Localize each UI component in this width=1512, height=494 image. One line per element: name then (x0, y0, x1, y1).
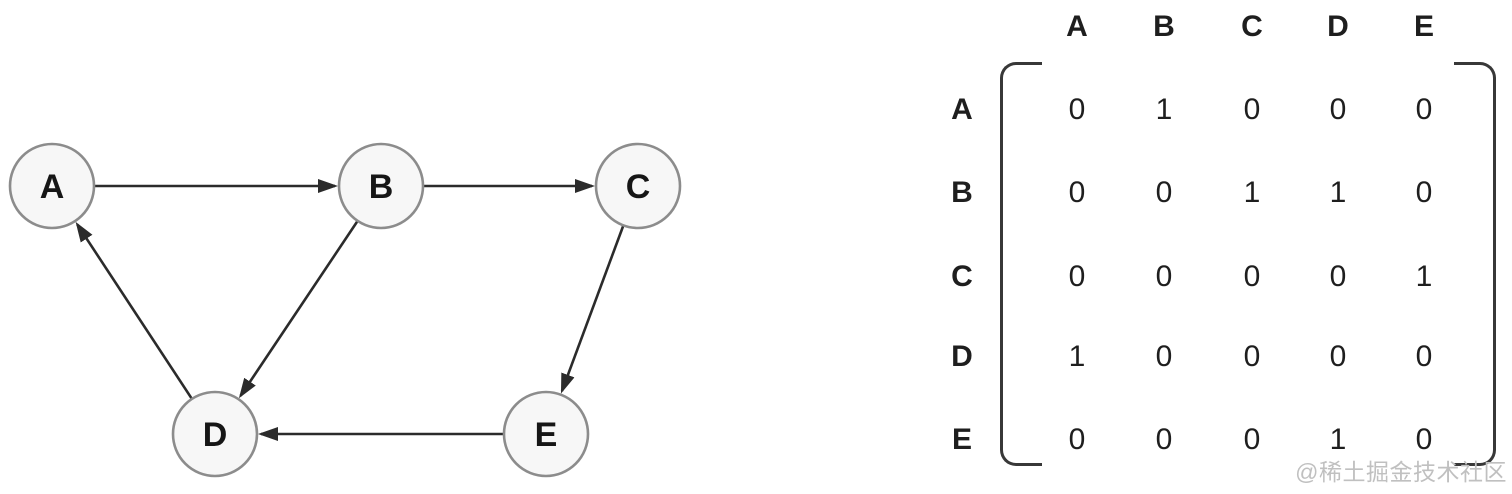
graph-node-label-B: B (369, 168, 394, 206)
adjacency-matrix: A B C D E A B C D E 0 1 0 0 0 0 0 1 1 0 0 0 0 0 1 1 0 0 0 0 0 0 0 1 0 (940, 0, 1512, 494)
matrix-cell-D-B: 0 (1155, 340, 1173, 373)
matrix-cell-E-C: 0 (1243, 423, 1261, 456)
matrix-cell-C-C: 0 (1243, 260, 1261, 293)
matrix-cell-B-D: 1 (1329, 176, 1347, 209)
matrix-cell-A-E: 0 (1415, 93, 1433, 126)
graph-edge-C-E (560, 224, 625, 394)
matrix-cell-A-D: 0 (1329, 93, 1347, 126)
matrix-cell-A-B: 1 (1155, 93, 1173, 126)
matrix-cell-A-C: 0 (1243, 93, 1261, 126)
matrix-cell-E-E: 0 (1415, 423, 1433, 456)
matrix-cell-B-E: 0 (1415, 176, 1433, 209)
graph-node-label-A: A (40, 168, 65, 206)
graph-node-A: A (8, 142, 96, 230)
graph-node-label-D: D (203, 416, 228, 454)
graph-edge-D-A (75, 221, 194, 400)
matrix-cell-D-A: 1 (1068, 340, 1086, 373)
matrix-row-header-D: D (951, 340, 973, 373)
graph-edge-B-D (238, 220, 359, 399)
graph-node-B: B (337, 142, 425, 230)
directed-graph-diagram: A B C D E (8, 142, 682, 478)
matrix-cell-C-E: 1 (1415, 260, 1433, 293)
graph-edges (75, 179, 625, 441)
matrix-row-header-C: C (951, 260, 973, 293)
matrix-cell-C-B: 0 (1155, 260, 1173, 293)
matrix-col-header-B: B (1153, 10, 1175, 43)
matrix-cell-B-A: 0 (1068, 176, 1086, 209)
watermark: @稀土掘金技术社区 (1295, 459, 1507, 485)
graph-node-C: C (594, 142, 682, 230)
graph-node-E: E (502, 390, 590, 478)
matrix-cell-B-C: 1 (1243, 176, 1261, 209)
matrix-cell-D-C: 0 (1243, 340, 1261, 373)
matrix-cell-C-A: 0 (1068, 260, 1086, 293)
matrix-row-header-A: A (951, 93, 973, 126)
graph-node-label-C: C (626, 168, 651, 206)
matrix-cell-C-D: 0 (1329, 260, 1347, 293)
matrix-col-header-C: C (1241, 10, 1263, 43)
matrix-col-header-E: E (1413, 10, 1435, 43)
matrix-cell-D-E: 0 (1415, 340, 1433, 373)
matrix-cell-E-D: 1 (1329, 423, 1347, 456)
matrix-row-header-B: B (951, 176, 973, 209)
matrix-cell-D-D: 0 (1329, 340, 1347, 373)
matrix-left-bracket (1000, 62, 1042, 466)
graph-node-label-E: E (535, 416, 558, 454)
graph-node-D: D (171, 390, 259, 478)
matrix-col-header-A: A (1066, 10, 1088, 43)
matrix-col-header-D: D (1327, 10, 1349, 43)
matrix-cell-E-A: 0 (1068, 423, 1086, 456)
matrix-right-bracket (1454, 62, 1496, 466)
matrix-cell-B-B: 0 (1155, 176, 1173, 209)
matrix-row-header-E: E (951, 423, 973, 456)
matrix-cell-A-A: 0 (1068, 93, 1086, 126)
graph-nodes: A B C D E (8, 142, 682, 478)
matrix-cell-E-B: 0 (1155, 423, 1173, 456)
